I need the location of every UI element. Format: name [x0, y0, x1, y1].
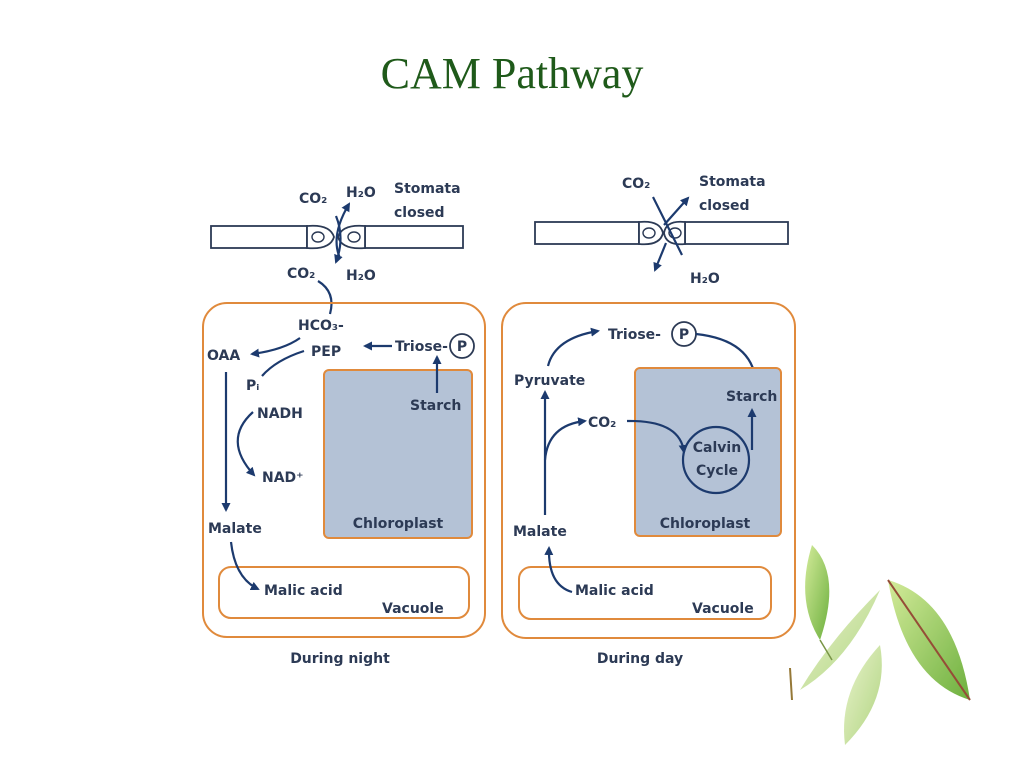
night-chloroplast-label: Chloroplast — [353, 516, 444, 532]
day-stomata-cross-line-1 — [652, 196, 683, 256]
day-cell-outline — [501, 302, 796, 639]
day-panel: CO₂ Stomata closed H₂O Triose- P Pyruvat… — [501, 174, 796, 667]
day-co2-to-calvin-arrow — [626, 419, 688, 454]
night-caption: During night — [290, 651, 390, 667]
day-vacuole-to-malate-arrow — [544, 546, 573, 594]
day-vacuole — [518, 566, 772, 620]
night-malic-acid-label: Malic acid — [264, 583, 343, 599]
day-caption: During day — [597, 651, 683, 667]
day-calvin-label-2: Cycle — [696, 463, 738, 479]
day-pyruvate-to-triose-arrow — [546, 327, 600, 367]
day-calvin-cycle — [681, 425, 751, 495]
night-starch-label: Starch — [410, 398, 461, 414]
night-stomata-label: Stomata — [394, 181, 461, 197]
day-starch-label: Starch — [726, 389, 777, 405]
day-h2o-out-arrow — [653, 242, 668, 272]
day-malate-to-co2-arrow — [543, 417, 587, 461]
night-co2-bottom-label: CO₂ — [287, 266, 315, 282]
day-guard-cells-icon — [638, 220, 686, 246]
night-guard-cells-icon — [306, 224, 366, 250]
night-cell-outline — [202, 302, 486, 638]
night-h2o-bottom-label: H₂O — [346, 268, 376, 284]
day-pyruvate-label: Pyruvate — [514, 373, 585, 389]
day-leaf-epidermis — [534, 220, 789, 246]
night-triose-label: Triose- — [395, 339, 448, 355]
day-vacuole-label: Vacuole — [692, 601, 754, 617]
leaves-decoration-icon — [789, 545, 971, 745]
night-leaf-epidermis — [210, 224, 464, 250]
night-nad-label: NAD⁺ — [262, 470, 304, 486]
night-co2-to-hco3-line — [317, 280, 333, 315]
night-malate-to-vacuole-arrow — [229, 541, 260, 591]
day-h2o-label: H₂O — [690, 271, 720, 287]
day-chloroplast-label: Chloroplast — [660, 516, 751, 532]
day-co2-out-arrow — [663, 196, 690, 226]
night-pep-label: PEP — [311, 344, 341, 360]
night-hco3-to-oaa-arrow — [250, 337, 301, 358]
night-pi-label: Pᵢ — [246, 378, 259, 394]
night-vacuole-label: Vacuole — [382, 601, 444, 617]
night-phosphate-icon — [449, 333, 475, 359]
night-stomata-closed-label: closed — [394, 205, 445, 221]
day-triose-label: Triose- — [608, 327, 661, 343]
night-h2o-top-label: H₂O — [346, 185, 376, 201]
night-hco3-label: HCO₃- — [298, 318, 344, 334]
night-nadh-label: NADH — [257, 406, 303, 422]
day-malate-label: Malate — [513, 524, 567, 540]
night-co2-top-label: CO₂ — [299, 191, 327, 207]
day-co2-top-label: CO₂ — [622, 176, 650, 192]
night-co2-in-arrow — [334, 215, 343, 264]
night-panel: CO₂ H₂O Stomata closed CO₂ H₂O HCO₃- PEP… — [202, 181, 486, 667]
day-malic-acid-label: Malic acid — [575, 583, 654, 599]
night-malate-label: Malate — [208, 521, 262, 537]
night-vacuole — [218, 566, 470, 619]
day-phosphate-label: P — [679, 327, 689, 343]
day-stomata-label: Stomata — [699, 174, 766, 190]
night-chloroplast — [323, 369, 473, 539]
day-stomata-closed-label: closed — [699, 198, 750, 214]
night-phosphate-label: P — [457, 339, 467, 355]
night-nadh-to-nad-arrow — [236, 411, 256, 477]
slide-title: CAM Pathway — [380, 49, 644, 98]
day-calvin-label-1: Calvin — [693, 440, 741, 456]
night-pep-to-pi-line — [261, 349, 305, 377]
day-co2-inner-label: CO₂ — [588, 415, 616, 431]
night-oaa-label: OAA — [207, 348, 240, 364]
